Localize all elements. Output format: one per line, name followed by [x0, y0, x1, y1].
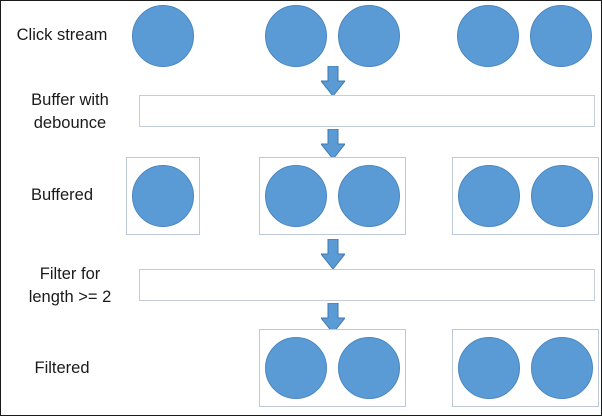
click-event-marble-3: [338, 5, 400, 67]
filtered-group-2: [452, 329, 599, 407]
click-stream-label: Click stream: [7, 24, 117, 47]
buffered-marble-1: [132, 165, 194, 227]
filter-operator-box: [139, 269, 595, 301]
buffer-operator-label: Buffer with debounce: [7, 89, 133, 135]
buffered-marble-4: [458, 165, 520, 227]
filtered-marble-4: [531, 337, 593, 399]
buffer-operator-box: [139, 95, 595, 127]
filtered-group-1: [259, 329, 406, 407]
buffered-label: Buffered: [7, 184, 117, 207]
buffered-group-3: [452, 157, 599, 235]
filter-operator-label-line-2: length >= 2: [28, 288, 112, 306]
buffered-marble-3: [338, 165, 400, 227]
click-event-marble-1: [132, 5, 194, 67]
buffered-group-1: [126, 157, 200, 235]
buffered-marble-2: [265, 165, 327, 227]
click-event-marble-2: [265, 5, 327, 67]
arrow-down-icon: [321, 129, 345, 159]
click-event-marble-5: [530, 5, 592, 67]
filtered-marble-3: [458, 337, 520, 399]
arrow-down-icon: [321, 239, 345, 269]
filtered-label-line-1: Filtered: [34, 359, 90, 377]
buffered-label-line-1: Buffered: [30, 186, 94, 204]
filtered-marble-2: [338, 337, 400, 399]
filter-operator-label-line-1: Filter for: [39, 265, 101, 283]
click-stream-label-line-1: Click stream: [16, 26, 108, 44]
buffer-operator-label-line-2: debounce: [33, 114, 107, 132]
filter-operator-label: Filter for length >= 2: [7, 263, 133, 309]
click-event-marble-4: [457, 5, 519, 67]
buffered-marble-5: [531, 165, 593, 227]
buffered-group-2: [259, 157, 406, 235]
arrow-down-icon: [321, 66, 345, 96]
filtered-marble-1: [265, 337, 327, 399]
filtered-label: Filtered: [7, 357, 117, 380]
arrow-down-icon: [321, 303, 345, 333]
buffer-operator-label-line-1: Buffer with: [31, 91, 109, 109]
